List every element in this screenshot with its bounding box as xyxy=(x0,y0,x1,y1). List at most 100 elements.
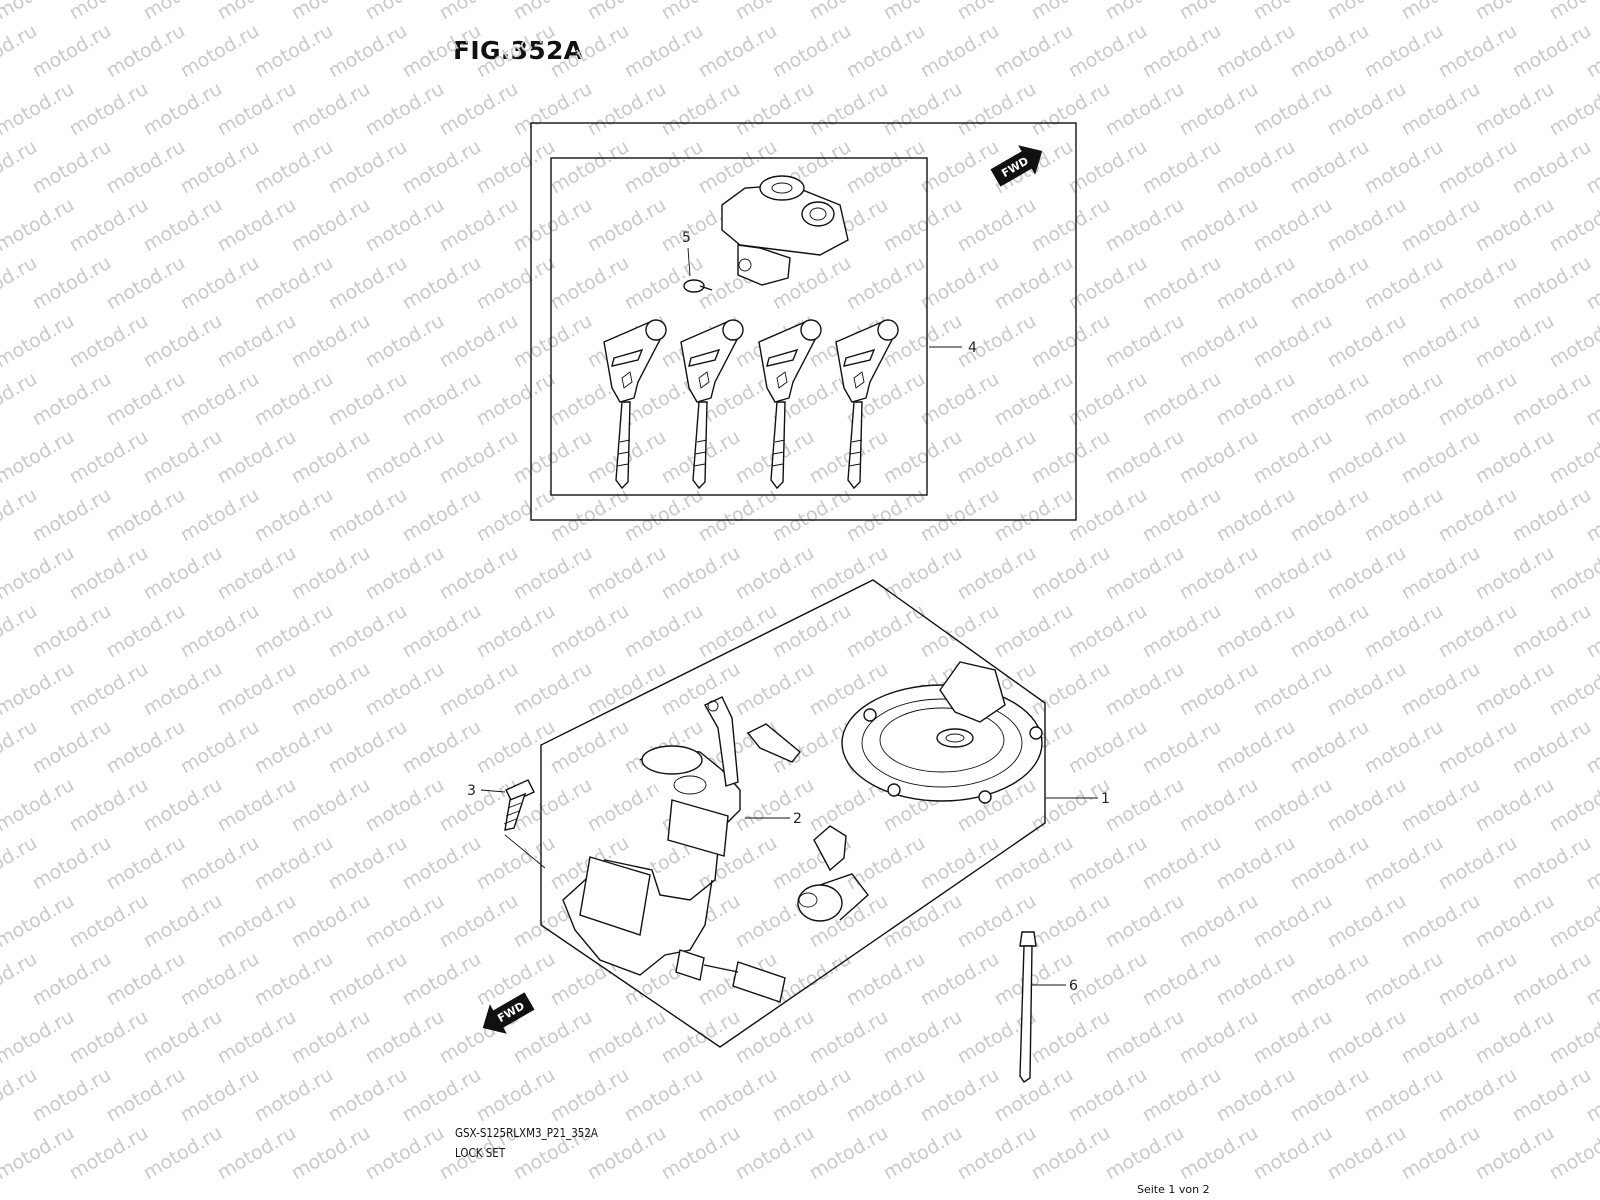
watermark-text: motod.ru xyxy=(1176,194,1262,257)
watermark-text: motod.ru xyxy=(362,310,448,373)
watermark-text: motod.ru xyxy=(473,600,559,663)
watermark-text: motod.ru xyxy=(1361,20,1447,83)
watermark-text: motod.ru xyxy=(214,774,300,837)
watermark-text: motod.ru xyxy=(1102,1122,1188,1185)
watermark-text: motod.ru xyxy=(1509,484,1595,547)
watermark-text: motod.ru xyxy=(954,78,1040,141)
watermark-text: motod.ru xyxy=(1509,1064,1595,1127)
watermark-text: motod.ru xyxy=(251,252,337,315)
watermark-text: motod.ru xyxy=(843,20,929,83)
watermark-text: motod.ru xyxy=(0,426,78,489)
watermark-text: motod.ru xyxy=(325,20,411,83)
watermark-text: motod.ru xyxy=(0,194,78,257)
watermark-text: motod.ru xyxy=(695,484,781,547)
key-set-inner-frame xyxy=(550,157,928,496)
callout-3: 3 xyxy=(467,783,476,799)
key-icon xyxy=(603,319,667,490)
watermark-text: motod.ru xyxy=(1509,252,1595,315)
watermark-text: motod.ru xyxy=(103,832,189,895)
watermark-text: motod.ru xyxy=(1435,832,1521,895)
watermark-text: motod.ru xyxy=(288,426,374,489)
watermark-text: motod.ru xyxy=(1250,542,1336,605)
watermark-text: motod.ru xyxy=(1361,484,1447,547)
watermark-text: motod.ru xyxy=(1398,890,1484,953)
watermark-text: motod.ru xyxy=(1176,0,1262,24)
watermark-text: motod.ru xyxy=(66,426,152,489)
watermark-text: motod.ru xyxy=(103,600,189,663)
watermark-text: motod.ru xyxy=(103,716,189,779)
watermark-text: motod.ru xyxy=(1472,310,1558,373)
model-code: GSX-S125RLXM3_P21_352A xyxy=(455,1126,598,1140)
watermark-text: motod.ru xyxy=(103,136,189,199)
watermark-text: motod.ru xyxy=(214,542,300,605)
watermark-text: motod.ru xyxy=(0,1122,78,1185)
watermark-text: motod.ru xyxy=(399,600,485,663)
watermark-text: motod.ru xyxy=(1398,658,1484,721)
watermark-text: motod.ru xyxy=(1250,1006,1336,1069)
watermark-text: motod.ru xyxy=(1213,600,1299,663)
leader-3b xyxy=(504,834,546,869)
watermark-text: motod.ru xyxy=(843,252,929,315)
watermark-text: motod.ru xyxy=(1398,1006,1484,1069)
watermark-text: motod.ru xyxy=(621,600,707,663)
watermark-text: motod.ru xyxy=(806,542,892,605)
watermark-text: motod.ru xyxy=(325,600,411,663)
watermark-text: motod.ru xyxy=(880,1122,966,1185)
watermark-text: motod.ru xyxy=(584,658,670,721)
watermark-text: motod.ru xyxy=(1213,832,1299,895)
watermark-text: motod.ru xyxy=(1546,1006,1600,1069)
watermark-text: motod.ru xyxy=(1361,948,1447,1011)
watermark-text: motod.ru xyxy=(362,774,448,837)
watermark-text: motod.ru xyxy=(1139,136,1225,199)
watermark-text: motod.ru xyxy=(1065,832,1151,895)
watermark-text: motod.ru xyxy=(29,484,115,547)
watermark-text: motod.ru xyxy=(547,716,633,779)
watermark-text: motod.ru xyxy=(473,368,559,431)
watermark-text: motod.ru xyxy=(843,832,929,895)
watermark-text: motod.ru xyxy=(547,252,633,315)
watermark-text: motod.ru xyxy=(29,20,115,83)
watermark-text: motod.ru xyxy=(1546,890,1600,953)
watermark-text: motod.ru xyxy=(288,78,374,141)
watermark-text: motod.ru xyxy=(658,658,744,721)
watermark-text: motod.ru xyxy=(251,1064,337,1127)
watermark-text: motod.ru xyxy=(177,1064,263,1127)
watermark-text: motod.ru xyxy=(473,252,559,315)
leader-3a xyxy=(480,789,506,793)
watermark-text: motod.ru xyxy=(1028,1006,1114,1069)
bolt-3-icon xyxy=(503,779,535,831)
watermark-text: motod.ru xyxy=(1398,78,1484,141)
watermark-text: motod.ru xyxy=(806,78,892,141)
watermark-text: motod.ru xyxy=(1509,20,1595,83)
watermark-text: motod.ru xyxy=(1324,890,1410,953)
watermark-text: motod.ru xyxy=(1102,1006,1188,1069)
watermark-text: motod.ru xyxy=(177,600,263,663)
watermark-text: motod.ru xyxy=(251,716,337,779)
watermark-text: motod.ru xyxy=(621,20,707,83)
watermark-text: motod.ru xyxy=(1139,600,1225,663)
watermark-text: motod.ru xyxy=(1213,252,1299,315)
watermark-text: motod.ru xyxy=(880,194,966,257)
watermark-text: motod.ru xyxy=(732,1122,818,1185)
watermark-text: motod.ru xyxy=(103,1064,189,1127)
watermark-text: motod.ru xyxy=(103,948,189,1011)
watermark-text: motod.ru xyxy=(362,78,448,141)
watermark-text: motod.ru xyxy=(0,890,78,953)
watermark-text: motod.ru xyxy=(510,78,596,141)
watermark-text: motod.ru xyxy=(1250,78,1336,141)
watermark-text: motod.ru xyxy=(140,890,226,953)
watermark-text: motod.ru xyxy=(1028,1122,1114,1185)
watermark-text: motod.ru xyxy=(1546,78,1600,141)
watermark-text: motod.ru xyxy=(991,368,1077,431)
watermark-text: motod.ru xyxy=(658,78,744,141)
watermark-text: motod.ru xyxy=(1028,542,1114,605)
watermark-text: motod.ru xyxy=(695,1064,781,1127)
watermark-text: motod.ru xyxy=(991,484,1077,547)
watermark-text: motod.ru xyxy=(917,1064,1003,1127)
watermark-text: motod.ru xyxy=(1472,78,1558,141)
watermark-text: motod.ru xyxy=(1139,20,1225,83)
watermark-text: motod.ru xyxy=(214,658,300,721)
watermark-text: motod.ru xyxy=(1361,136,1447,199)
watermark-text: motod.ru xyxy=(1324,1006,1410,1069)
watermark-text: motod.ru xyxy=(140,1122,226,1185)
